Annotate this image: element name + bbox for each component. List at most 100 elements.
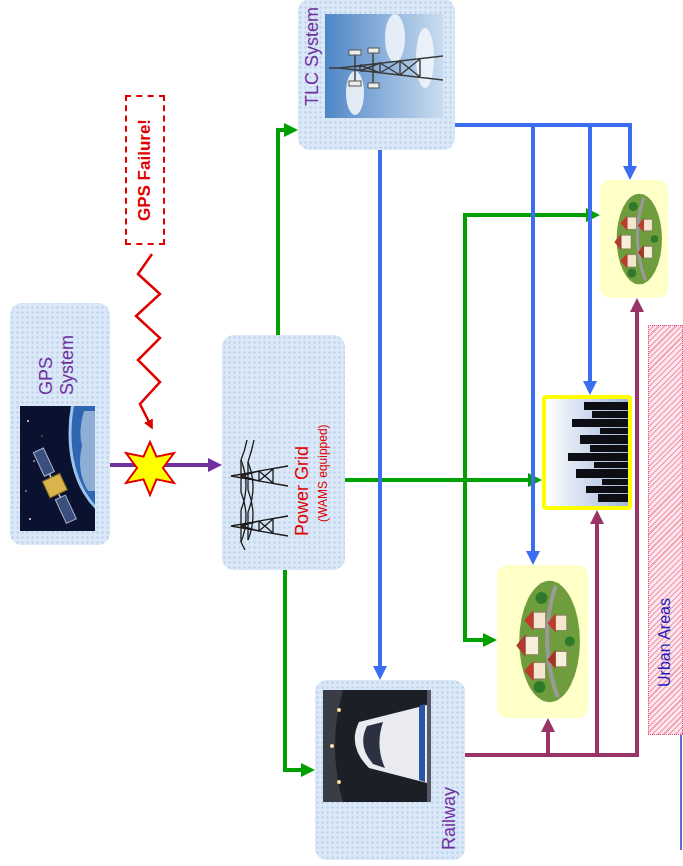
picture-part [620, 216, 627, 231]
lightning-bolt [136, 254, 160, 426]
picture-part [576, 469, 628, 478]
houses-tile [600, 180, 668, 298]
picture-part [524, 661, 533, 681]
picture-part [568, 453, 628, 461]
picture-part [548, 613, 556, 632]
tower-picture [325, 14, 443, 118]
edge-line [680, 735, 682, 850]
picture-part [41, 435, 42, 436]
alert-box: GPS Failure! [125, 95, 165, 245]
picture-part [580, 435, 628, 444]
picture-part [627, 255, 636, 267]
picture-part [629, 202, 638, 211]
connector-line [455, 125, 590, 387]
picture-part [533, 663, 545, 679]
picture-part [55, 495, 76, 523]
picture-part [419, 704, 425, 782]
picture-part [70, 406, 95, 518]
picture-part [323, 690, 343, 802]
picture-part [368, 83, 379, 88]
picture-part [568, 402, 628, 502]
picture-part [644, 247, 652, 258]
node-label: Railway [439, 787, 460, 850]
picture-part [600, 428, 628, 434]
picture-part [29, 518, 31, 520]
picture-part [330, 744, 334, 748]
picture-part [427, 690, 431, 802]
picture-part [231, 510, 288, 542]
picture-part [586, 486, 628, 493]
picture-part [565, 636, 575, 646]
picture-part [349, 50, 361, 55]
picture-part [533, 612, 545, 628]
picture-part [329, 52, 443, 84]
connector-line [465, 306, 637, 755]
system-box: GPS System [10, 303, 110, 545]
connector-line [455, 125, 630, 172]
pylon-picture [225, 440, 289, 550]
picture-part [602, 479, 628, 485]
picture-part [535, 592, 547, 604]
node-label: GPS Failure! [135, 119, 155, 221]
picture-part [548, 650, 556, 669]
picture-part [584, 402, 628, 410]
picture-part [337, 780, 341, 784]
picture-part [231, 440, 288, 550]
picture-part [547, 586, 558, 697]
connector-line [465, 518, 597, 755]
picture-part [33, 448, 54, 476]
picture-part [594, 462, 628, 468]
picture-part [368, 48, 379, 53]
picture-part [525, 636, 538, 654]
picture-part [546, 399, 628, 506]
picture-part [516, 634, 525, 656]
picture-part [621, 235, 631, 249]
picture-part [385, 14, 405, 62]
picture-part [637, 197, 645, 280]
picture-part [590, 445, 628, 452]
picture-part [614, 234, 621, 251]
picture-part [355, 704, 431, 784]
system-box: TLC System [298, 0, 455, 150]
picture-part [519, 581, 580, 702]
picture-part [651, 235, 659, 243]
picture-part [592, 411, 628, 418]
picture-part [30, 446, 80, 525]
picture-part [80, 411, 95, 491]
picture-part [20, 406, 95, 531]
city-picture [546, 399, 628, 506]
picture-part [556, 652, 567, 667]
connector-line [278, 130, 290, 335]
connector-line [455, 125, 533, 557]
explosion-symbol [126, 442, 174, 495]
houses-tile [497, 565, 588, 718]
picture-part [524, 610, 533, 630]
picture-part [70, 406, 95, 518]
picture-part [349, 81, 361, 86]
picture-part [337, 708, 341, 712]
picture-part [620, 253, 627, 268]
picture-part [59, 494, 61, 498]
connector-line [378, 150, 382, 672]
picture-part [231, 460, 288, 492]
picture-part [27, 420, 29, 422]
picture-part [638, 218, 644, 232]
node-label: Urban Areas [656, 598, 674, 687]
picture-part [638, 245, 644, 259]
connector [278, 130, 290, 335]
connector-line [345, 480, 489, 640]
picture-part [598, 494, 628, 502]
picture-part [627, 217, 636, 229]
urban-region: Urban Areas [497, 180, 683, 735]
picture-part [33, 460, 35, 462]
system-box: Railway [315, 680, 465, 860]
picture-part [363, 722, 385, 768]
picture-part [556, 615, 567, 630]
picture-part [627, 268, 636, 277]
train-picture [323, 690, 431, 802]
system-box: Power Grid(WAMS equipped) [222, 335, 345, 570]
connector [380, 150, 381, 672]
satellite-picture [20, 406, 95, 531]
picture-part [241, 440, 254, 550]
